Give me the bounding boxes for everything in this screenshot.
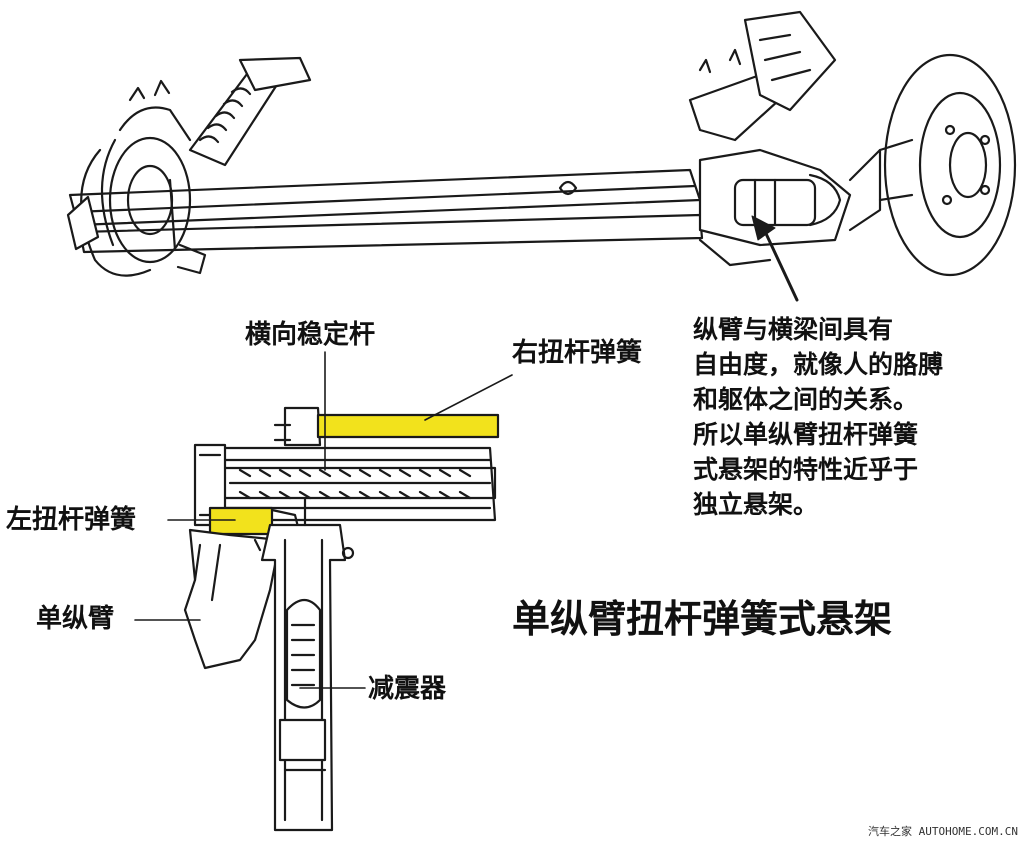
note-line: 自由度，就像人的胳膊 [693,350,944,379]
leader-right-torsion-spring [424,374,513,421]
label-trailing-arm: 单纵臂 [36,604,115,634]
note-line: 独立悬架。 [693,490,819,519]
leader-lines [134,351,513,689]
watermark: 汽车之家 AUTOHOME.COM.CN [868,825,1018,838]
diagram-title: 单纵臂扭杆弹簧式悬架 [512,597,893,641]
label-left-torsion-spring: 左扭杆弹簧 [6,505,137,535]
cross-section-drawing [183,406,500,832]
note-line: 和躯体之间的关系。 [693,385,919,414]
annotation-arrow [751,215,799,302]
explanation-note: 纵臂与横梁间具有 自由度，就像人的胳膊 和躯体之间的关系。 所以单纵臂扭杆弹簧 … [693,312,1013,522]
label-stabilizer-bar: 横向稳定杆 [245,320,376,350]
rear-axle-assembly [66,10,1017,277]
note-line: 式悬架的特性近乎于 [693,455,919,484]
label-shock-absorber: 减震器 [368,674,447,704]
note-line: 所以单纵臂扭杆弹簧 [693,420,919,449]
note-line: 纵臂与横梁间具有 [693,315,894,344]
label-right-torsion-spring: 右扭杆弹簧 [512,338,643,368]
